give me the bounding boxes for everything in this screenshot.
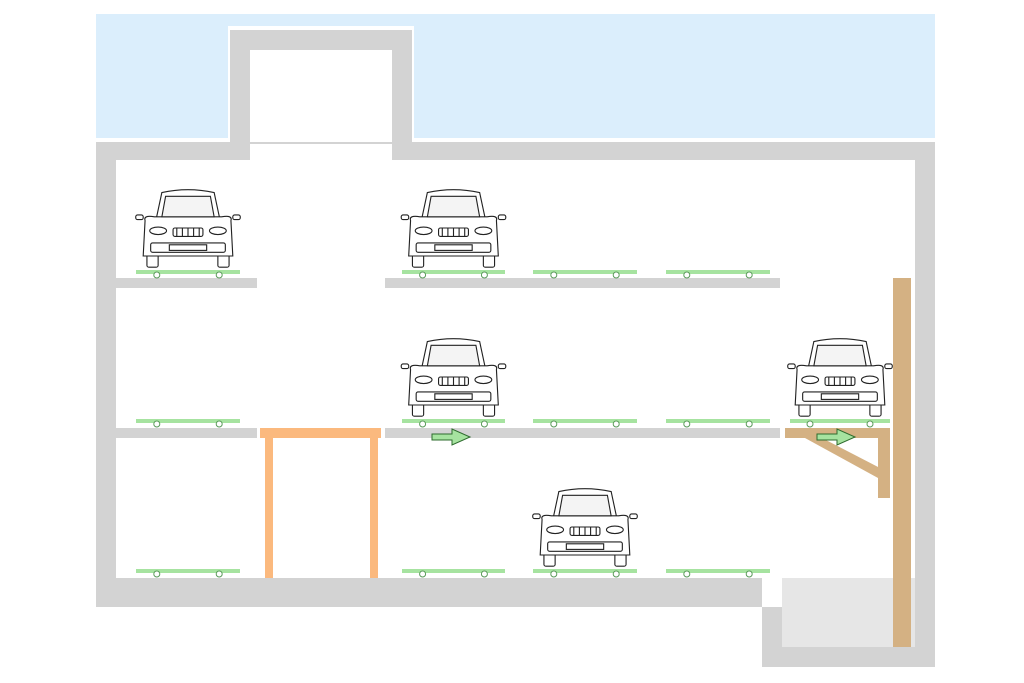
pallet-wheel: [550, 570, 558, 578]
pallet-wheel: [612, 420, 620, 428]
pallet-wheel: [480, 271, 488, 279]
pallet-wheel: [745, 420, 753, 428]
pallet: [402, 569, 505, 573]
pallet: [136, 270, 240, 274]
pallet-wheel: [806, 420, 814, 428]
pallet: [533, 569, 637, 573]
pallet-wheel: [550, 271, 558, 279]
car: [532, 488, 638, 567]
pallet-wheel: [153, 570, 161, 578]
pallet-wheel: [683, 420, 691, 428]
floor-slabs: [116, 278, 780, 438]
pallet-wheel: [612, 570, 620, 578]
tower-opening: [250, 50, 392, 160]
pallet: [666, 569, 770, 573]
pallet-wheel: [215, 271, 223, 279]
pallet-wheel: [215, 420, 223, 428]
pallet-wheel: [683, 570, 691, 578]
arrow-right-icon: [816, 428, 857, 446]
arrow-right-icon: [431, 428, 472, 446]
pit: [782, 578, 915, 647]
slab-level1-right: [385, 278, 780, 288]
slab-level1-left: [116, 278, 257, 288]
pallet-wheel: [612, 271, 620, 279]
pallet: [533, 270, 637, 274]
pallet: [402, 419, 505, 423]
pallet-wheel: [480, 420, 488, 428]
pallet: [666, 270, 770, 274]
pallet: [533, 419, 637, 423]
pallet-wheel: [550, 420, 558, 428]
pallet: [136, 419, 240, 423]
pallet-wheel: [215, 570, 223, 578]
pallet: [666, 419, 770, 423]
car: [787, 338, 893, 417]
pallet-wheel: [153, 420, 161, 428]
sky: [96, 14, 935, 138]
pallet-wheel: [419, 271, 427, 279]
car: [400, 189, 507, 268]
pallet-wheel: [480, 570, 488, 578]
pallets: [136, 270, 890, 578]
lift-bench: [260, 428, 381, 578]
pallet-wheel: [866, 420, 874, 428]
pallet-wheel: [745, 271, 753, 279]
pallet: [136, 569, 240, 573]
cars: [135, 189, 893, 567]
pallet-wheel: [683, 271, 691, 279]
car: [135, 189, 241, 268]
pallet-wheel: [419, 420, 427, 428]
pallet-wheel: [153, 271, 161, 279]
car: [400, 338, 507, 417]
slab-level2-right: [385, 428, 780, 438]
pallet: [402, 270, 505, 274]
pallet-wheel: [419, 570, 427, 578]
pallet-wheel: [745, 570, 753, 578]
tower-wall: [230, 30, 412, 160]
slab-level2-left: [116, 428, 257, 438]
pallet: [790, 419, 890, 423]
